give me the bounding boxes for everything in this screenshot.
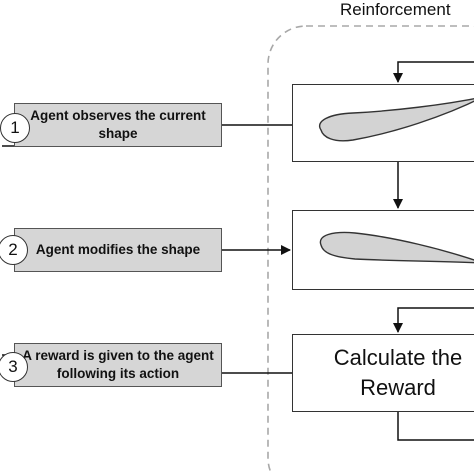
step3-number-circle: 3 [0,352,28,382]
reward-box-text: Calculate the Reward [292,334,474,412]
reinforcement-title: Reinforcement [340,0,451,19]
step2-number: 2 [8,240,18,259]
step3-box: A reward is given to the agent following… [14,343,222,387]
airfoil-modified-icon [319,231,474,264]
reward-in-loop-arrow [393,307,474,333]
step2-box: Agent modifies the shape [14,228,222,272]
step3-label: A reward is given to the agent following… [22,348,214,381]
step1-number-circle: 1 [0,113,30,143]
step2-number-circle: 2 [0,235,28,265]
step2-label: Agent modifies the shape [35,242,201,257]
reward-line1: Calculate the [333,345,463,370]
reward-line2: Reward [360,375,436,400]
step1-box: Agent observes the current shape [14,103,222,147]
step3-number: 3 [8,357,18,376]
step1-number: 1 [10,118,20,137]
airfoil-current-icon [318,98,474,142]
modified-shape-box [292,210,474,290]
reward-box [292,334,474,412]
reward-out-loop-line [397,412,474,441]
current-shape-box [292,84,474,162]
step1-label: Agent observes the current shape [30,108,206,141]
reinforcement-region-border [267,25,474,474]
top-loop-arrow [393,61,474,83]
